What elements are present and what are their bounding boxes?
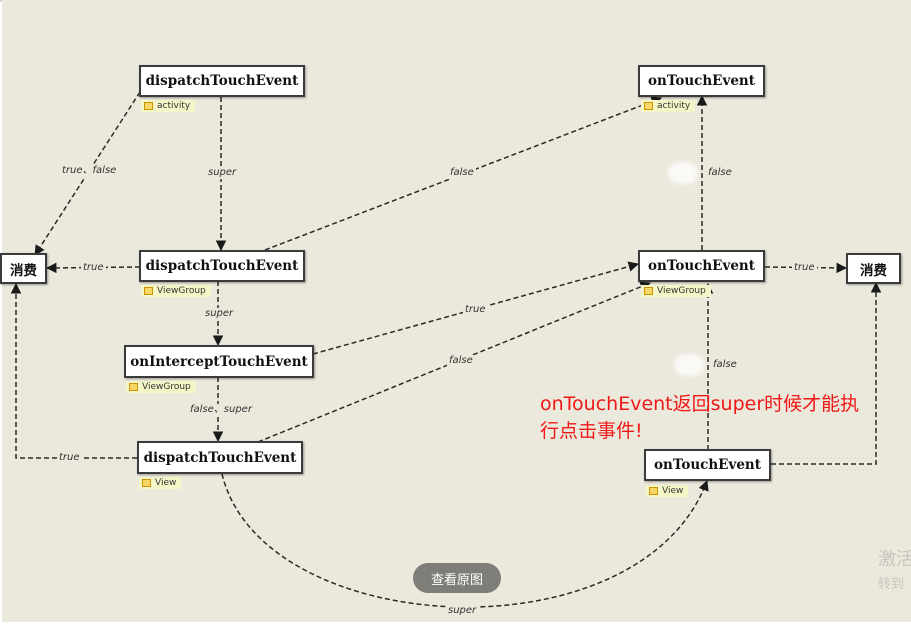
node-view-dispatch-touch-event: dispatchTouchEvent xyxy=(137,441,303,474)
tag-activity: activity xyxy=(141,100,196,112)
edge-label-super: super xyxy=(206,167,239,179)
edge-label-true: true xyxy=(463,304,488,316)
node-activity-on-touch-event: onTouchEvent xyxy=(638,65,765,97)
class-icon xyxy=(144,287,153,295)
tag-label: ViewGroup xyxy=(157,286,206,296)
class-icon xyxy=(644,102,653,110)
tag-label: ViewGroup xyxy=(142,382,191,392)
tag-label: View xyxy=(662,486,684,496)
edge-view-dispatch-true xyxy=(10,282,137,459)
tag-activity: activity xyxy=(641,100,696,112)
edge-label-false: false xyxy=(447,355,475,367)
node-activity-dispatch-touch-event: dispatchTouchEvent xyxy=(139,65,305,97)
tag-viewgroup: ViewGroup xyxy=(641,285,711,297)
class-icon xyxy=(649,487,658,495)
edge-label-false-super: false、super xyxy=(188,404,254,416)
tag-viewgroup: ViewGroup xyxy=(126,381,196,393)
node-view-on-touch-event: onTouchEvent xyxy=(644,449,771,481)
edge-label-super: super xyxy=(203,308,236,320)
edge-view-ontouch-true xyxy=(771,281,882,465)
node-consume-left: 消费 xyxy=(0,253,47,284)
node-viewgroup-intercept-touch-event: onInterceptTouchEvent xyxy=(124,345,314,378)
edge-view-dispatch-super-curve xyxy=(221,473,709,608)
edge-label-true: true xyxy=(792,262,817,274)
class-icon xyxy=(644,287,653,295)
edge-label-true-false: true、false xyxy=(60,165,119,177)
class-icon xyxy=(142,479,151,487)
class-icon xyxy=(144,102,153,110)
tag-label: ViewGroup xyxy=(657,286,706,296)
class-icon xyxy=(129,383,138,391)
tag-view: View xyxy=(646,485,689,497)
edge-label-true: true xyxy=(81,262,106,274)
watermark-line-1: 激活 xyxy=(878,549,911,570)
watermark-line-2: 转到 xyxy=(878,577,905,592)
edge-label-true: true xyxy=(57,452,82,464)
tag-viewgroup: ViewGroup xyxy=(141,285,211,297)
blurred-patch xyxy=(674,354,704,376)
node-viewgroup-on-touch-event: onTouchEvent xyxy=(638,250,765,282)
view-original-button[interactable]: 查看原图 xyxy=(413,563,501,593)
blurred-patch xyxy=(668,162,698,184)
node-viewgroup-dispatch-touch-event: dispatchTouchEvent xyxy=(139,250,305,282)
annotation-note: onTouchEvent返回super时候才能执 行点击事件! xyxy=(540,391,900,445)
tag-label: activity xyxy=(657,101,691,111)
tag-label: activity xyxy=(157,101,191,111)
edge-label-false: false xyxy=(706,167,734,179)
edge-label-false: false xyxy=(711,359,739,371)
annotation-line-1: onTouchEvent返回super时候才能执 xyxy=(540,393,860,415)
edge-label-super: super xyxy=(446,605,479,617)
tag-view: View xyxy=(139,477,182,489)
edge-label-false: false xyxy=(448,167,476,179)
node-consume-right: 消费 xyxy=(846,253,901,284)
annotation-line-2: 行点击事件! xyxy=(540,420,643,442)
tag-label: View xyxy=(155,478,177,488)
